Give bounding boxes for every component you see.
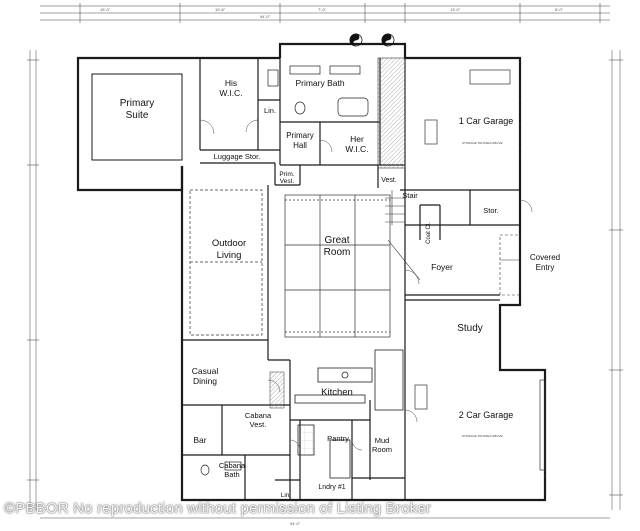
label-study: Study: [457, 323, 483, 334]
svg-text:8'-0": 8'-0": [555, 7, 564, 12]
label-two-car-garage: 2 Car Garage: [459, 410, 514, 420]
label-outdoor-living-2: Living: [217, 250, 242, 261]
label-cabana-bath-2: Bath: [224, 470, 239, 479]
label-bar: Bar: [193, 435, 206, 445]
label-covered-entry-1: Covered: [530, 253, 560, 262]
svg-text:10'-6": 10'-6": [215, 7, 226, 12]
label-kitchen: Kitchen: [321, 387, 353, 398]
svg-text:94'-0": 94'-0": [260, 14, 271, 19]
label-covered-entry-2: Entry: [536, 263, 555, 272]
note-storage-trusses-1: STORAGE TRUSSES ABOVE: [462, 141, 503, 145]
label-lndry: Lndry #1: [318, 484, 345, 491]
masonry-wall-hatch: [377, 57, 406, 169]
ceiling-beams: [284, 194, 391, 338]
garage-elements: [414, 69, 546, 480]
label-outdoor-living-1: Outdoor: [212, 238, 246, 249]
label-her-wic-2: W.I.C.: [345, 144, 368, 154]
fireplace-symbols: [349, 33, 395, 47]
label-prim-vest-2: Vest.: [280, 178, 295, 185]
label-his-wic-1: His: [225, 78, 237, 88]
dimension-ticks: 15'-0" 10'-6" 7'-0" 13'-0" 8'-0" 94'-0" …: [100, 7, 564, 526]
label-primary-suite-2: Suite: [126, 110, 149, 121]
label-casual-dining-2: Dining: [193, 376, 217, 386]
label-one-car-garage: 1 Car Garage: [459, 116, 514, 126]
note-storage-trusses-2: STORAGE TRUSSES ABOVE: [462, 434, 503, 438]
label-primary-hall-1: Primary: [286, 131, 314, 140]
label-primary-hall-2: Hall: [293, 141, 307, 150]
svg-text:94'-0": 94'-0": [290, 521, 301, 526]
label-coat-cl: Coat Cl.: [426, 222, 432, 244]
label-vest: Vest.: [381, 177, 397, 184]
label-her-wic-1: Her: [350, 134, 364, 144]
label-stair: Stair: [402, 191, 418, 200]
label-foyer: Foyer: [431, 262, 453, 272]
label-luggage-stor: Luggage Stor.: [214, 152, 261, 161]
label-casual-dining-1: Casual: [192, 366, 219, 376]
label-stor: Stor.: [483, 206, 498, 215]
copyright-watermark: ©PBBOR No reproduction without permissio…: [4, 500, 432, 517]
column-hatch: [269, 371, 285, 409]
bath-fixtures: [200, 65, 369, 476]
kitchen-fixtures: [294, 349, 404, 479]
label-prim-vest-1: Prim.: [279, 171, 294, 178]
svg-text:7'-0": 7'-0": [318, 7, 327, 12]
label-lin-lower: Lin.: [281, 492, 292, 499]
svg-text:13'-0": 13'-0": [450, 7, 461, 12]
label-great-room-2: Room: [324, 247, 351, 258]
label-primary-suite-1: Primary: [120, 98, 154, 109]
label-great-room-1: Great: [324, 235, 349, 246]
label-mud-room-2: Room: [372, 445, 392, 454]
label-mud-room-1: Mud: [375, 436, 390, 445]
label-pantry: Pantry: [327, 434, 349, 443]
svg-text:15'-0": 15'-0": [100, 7, 111, 12]
label-cabana-vest-2: Vest.: [250, 420, 267, 429]
room-labels: Primary Suite His W.I.C. Lin. Primary Ba…: [120, 78, 560, 499]
outdoor-living-outline: [189, 189, 263, 336]
label-primary-bath: Primary Bath: [295, 78, 344, 88]
label-cabana-vest-1: Cabana: [245, 411, 272, 420]
stair-and-entry: [385, 190, 521, 296]
interior-walls: [182, 58, 520, 500]
door-swings: [199, 119, 533, 451]
label-his-wic-2: W.I.C.: [219, 88, 242, 98]
dimension-lines: [27, 3, 623, 519]
label-lin-upper: Lin.: [264, 106, 276, 115]
label-cabana-bath-1: Cabana: [219, 461, 246, 470]
